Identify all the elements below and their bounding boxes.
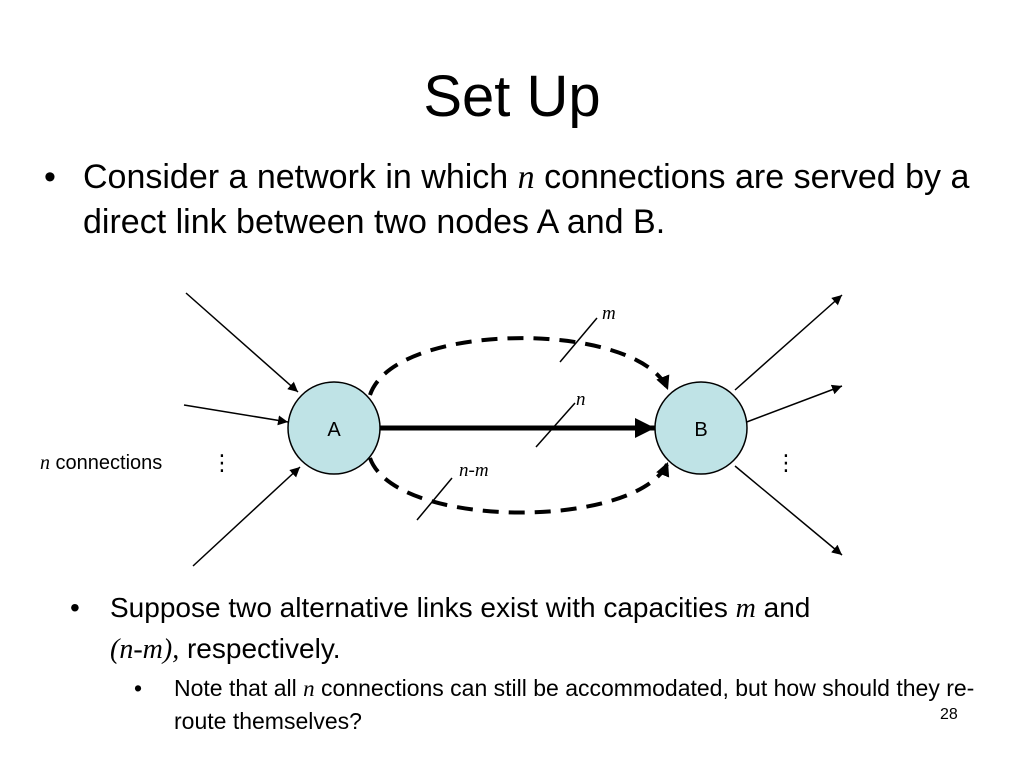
bullet-text: Note that all n connections can still be… <box>174 672 994 738</box>
bullet-text: Consider a network in which n connection… <box>83 155 1013 244</box>
text-segment: respectively. <box>179 633 341 664</box>
text-segment: connections are served by a direct link … <box>83 158 970 241</box>
slide-title: Set Up <box>423 64 601 129</box>
capacity-tick-m <box>559 317 598 363</box>
link-m-dashed <box>368 336 670 396</box>
incoming-arrow-3 <box>192 466 301 567</box>
text-segment: and <box>755 592 811 623</box>
node-a <box>287 381 381 475</box>
bullet-marker: • <box>44 158 56 196</box>
connections-label: n connections <box>40 452 162 474</box>
node-b <box>654 381 748 475</box>
ellipsis-left: ⋮ <box>211 451 233 476</box>
incoming-arrow-2 <box>183 404 289 426</box>
label-n: n <box>576 389 586 410</box>
outgoing-arrow-3 <box>734 465 843 556</box>
variable-m: m <box>735 593 756 624</box>
page-number: 28 <box>940 706 958 723</box>
text-segment: Suppose two alternative links exist with… <box>110 592 736 623</box>
variable-n: n <box>303 676 315 701</box>
text-segment: Note that all <box>174 675 304 701</box>
outgoing-arrow-1 <box>734 294 843 391</box>
node-a-label: A <box>327 419 341 441</box>
label-m: m <box>602 303 616 324</box>
bullet-marker: • <box>134 675 143 701</box>
capacity-tick-nm <box>416 477 453 521</box>
bullet-text: Suppose two alternative links exist with… <box>110 588 990 670</box>
outgoing-arrow-2 <box>743 384 843 424</box>
link-nm-dashed <box>368 457 670 515</box>
label-n-minus-m: n-m <box>459 460 489 481</box>
network-diagram: A B m n n-m n connections ⋮ ⋮ <box>40 292 843 567</box>
text-segment: connections can still be accommodated, b… <box>174 675 975 734</box>
variable-n-minus-m: (n-m), <box>110 634 180 665</box>
connections-text: connections <box>50 452 162 474</box>
node-b-label: B <box>694 419 707 441</box>
variable-n: n <box>517 159 535 196</box>
incoming-arrow-1 <box>185 292 299 393</box>
text-segment: Consider a network in which <box>83 158 518 196</box>
bullet-marker: • <box>70 592 80 623</box>
connections-var-n: n <box>40 452 50 474</box>
ellipsis-right: ⋮ <box>775 451 797 476</box>
capacity-tick-n <box>535 402 576 448</box>
